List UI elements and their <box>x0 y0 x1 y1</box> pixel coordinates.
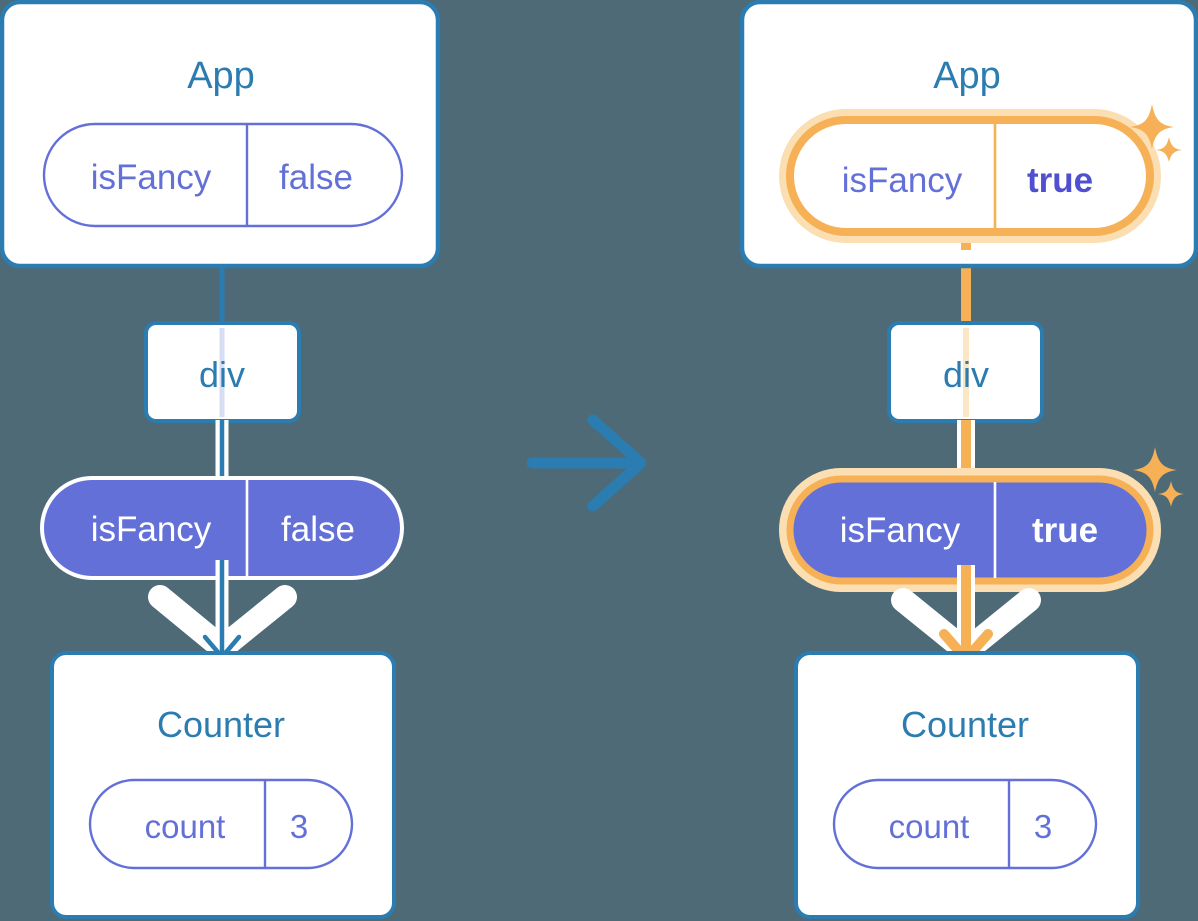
counter-pill-after <box>832 778 1098 870</box>
app-title-after: App <box>933 55 1001 97</box>
prop-pill-key-after: isFancy <box>840 511 961 550</box>
app-pill-value-after: true <box>1027 161 1093 200</box>
counter-pill-value-after: 3 <box>1034 808 1052 845</box>
app-title-before: App <box>187 55 255 97</box>
prop-pill-value-before: false <box>281 510 355 549</box>
sparkle-large-prop-icon <box>1133 447 1177 492</box>
counter-pill-key-before: count <box>145 808 226 845</box>
app-pill-key-before: isFancy <box>91 158 212 197</box>
app-pill-key-after: isFancy <box>842 161 963 200</box>
counter-title-before: Counter <box>157 704 285 745</box>
app-pill-value-before: false <box>279 158 353 197</box>
counter-pill-key-after: count <box>889 808 970 845</box>
sparkle-small-prop-icon <box>1158 481 1184 507</box>
sparkle-large-app-icon <box>1130 104 1174 149</box>
app-pill-before <box>42 122 404 228</box>
sparkle-small-app-icon <box>1156 137 1182 162</box>
prop-pill-value-after: true <box>1032 511 1098 550</box>
div-label-after: div <box>943 354 989 395</box>
counter-title-after: Counter <box>901 704 1029 745</box>
div-label-before: div <box>199 354 245 395</box>
app-pill-ring-after <box>786 116 1154 236</box>
counter-pill-before <box>88 778 354 870</box>
prop-pill-key-before: isFancy <box>91 510 212 549</box>
counter-pill-value-before: 3 <box>290 808 308 845</box>
